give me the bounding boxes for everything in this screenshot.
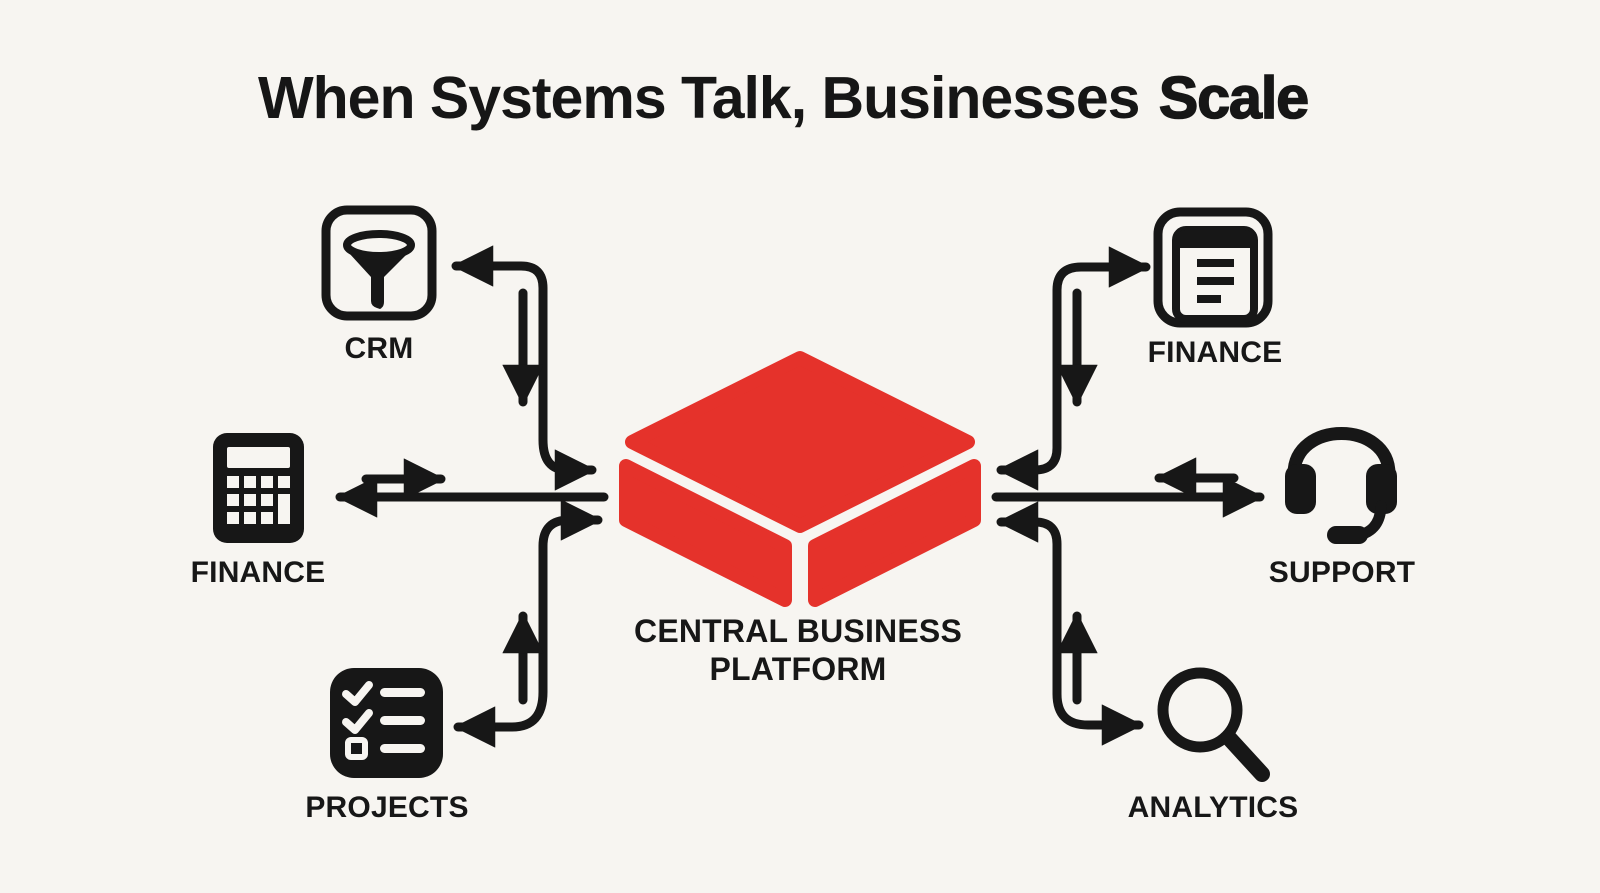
calculator-icon xyxy=(213,433,304,543)
headset-icon xyxy=(1285,427,1397,544)
arrow-platform-crm xyxy=(451,245,597,491)
finance-right-label: FINANCE xyxy=(1147,336,1283,369)
projects-label: PROJECTS xyxy=(305,791,469,824)
page-title: When Systems Talk, Businesses Scale xyxy=(257,64,1310,132)
connection-arrows xyxy=(335,245,1265,748)
checklist-icon xyxy=(330,668,443,778)
finance-left-label: FINANCE xyxy=(190,556,326,589)
crm-label: CRM xyxy=(344,332,414,365)
platform-top-face xyxy=(625,351,975,533)
arrow-platform-analytics xyxy=(996,501,1144,746)
magnifier-icon xyxy=(1157,667,1270,782)
central-platform-icon xyxy=(619,351,981,607)
title-regular: When Systems Talk, Businesses xyxy=(257,65,1140,131)
support-label: SUPPORT xyxy=(1268,556,1416,589)
platform-label-line2: PLATFORM xyxy=(709,651,887,687)
title-emphasis: Scale xyxy=(1158,64,1310,132)
analytics-label: ANALYTICS xyxy=(1127,791,1299,824)
platform-right-face xyxy=(808,459,981,607)
invoice-icon xyxy=(1153,207,1273,328)
funnel-icon xyxy=(321,205,437,321)
arrow-platform-projects xyxy=(453,499,603,748)
platform-left-face xyxy=(619,459,792,607)
platform-label: CENTRAL BUSINESS PLATFORM xyxy=(634,612,962,688)
platform-label-line1: CENTRAL BUSINESS xyxy=(634,613,962,649)
